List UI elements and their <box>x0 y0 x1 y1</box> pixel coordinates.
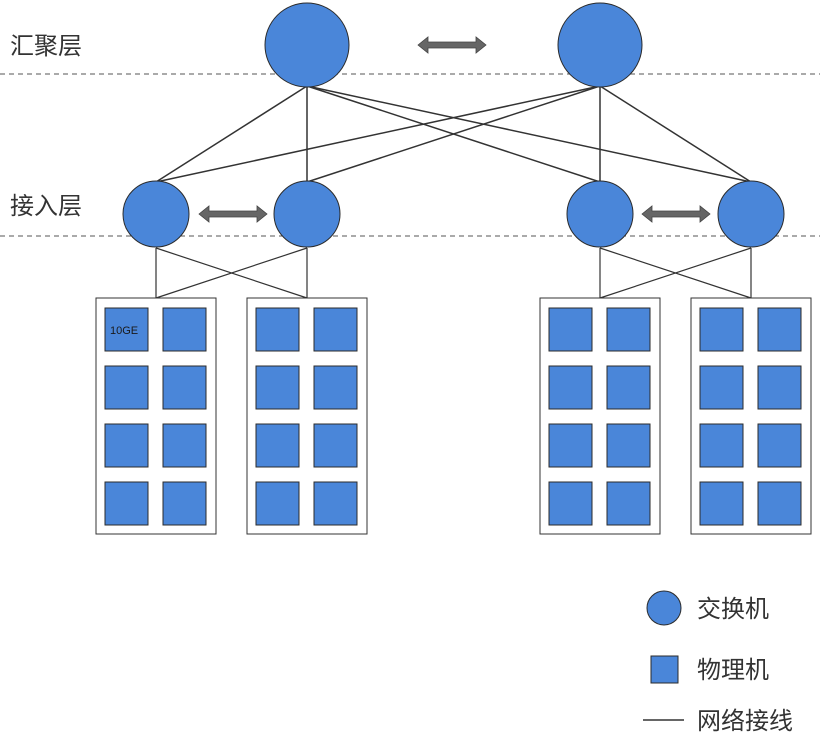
link <box>306 85 601 183</box>
legend: 交换机 物理机 网络接线 <box>643 590 793 735</box>
legend-link-label: 网络接线 <box>697 707 793 735</box>
physical-server <box>313 307 358 352</box>
access-switch-1 <box>122 180 190 248</box>
double-arrow-icon <box>417 36 487 54</box>
double-arrow-icon <box>198 205 268 223</box>
link <box>599 85 752 183</box>
physical-server <box>104 481 149 526</box>
legend-switch-label: 交换机 <box>697 595 769 623</box>
double-arrow-icon <box>641 205 711 223</box>
physical-server <box>606 481 651 526</box>
access-layer-label: 接入层 <box>10 192 82 220</box>
uplinks <box>155 85 752 183</box>
physical-server <box>548 307 593 352</box>
physical-server <box>313 481 358 526</box>
physical-server <box>606 365 651 410</box>
physical-server <box>757 365 802 410</box>
physical-server <box>548 423 593 468</box>
physical-server <box>757 423 802 468</box>
access-switch-3 <box>566 180 634 248</box>
physical-server <box>104 307 149 352</box>
physical-server <box>255 365 300 410</box>
physical-server <box>757 481 802 526</box>
physical-server <box>313 365 358 410</box>
link <box>306 85 752 183</box>
legend-server-label: 物理机 <box>697 656 769 684</box>
access-switch-2 <box>273 180 341 248</box>
link <box>155 85 308 183</box>
link <box>155 247 308 299</box>
physical-server <box>548 365 593 410</box>
physical-server <box>104 365 149 410</box>
legend-switch-icon <box>646 590 682 626</box>
physical-server <box>255 481 300 526</box>
physical-server <box>162 481 207 526</box>
physical-server <box>606 307 651 352</box>
physical-server <box>757 307 802 352</box>
link <box>599 247 752 299</box>
physical-server <box>699 423 744 468</box>
link <box>155 85 601 183</box>
physical-server <box>699 365 744 410</box>
physical-server <box>162 307 207 352</box>
aggregation-layer-label: 汇聚层 <box>10 32 82 60</box>
aggregation-switch-2 <box>557 2 643 88</box>
downlinks <box>155 247 752 299</box>
physical-server <box>548 481 593 526</box>
physical-server <box>255 307 300 352</box>
physical-server <box>162 423 207 468</box>
physical-server <box>255 423 300 468</box>
physical-server <box>606 423 651 468</box>
server-racks <box>95 297 812 535</box>
physical-server <box>699 307 744 352</box>
port-label: 10GE <box>110 325 138 337</box>
access-switch-4 <box>717 180 785 248</box>
bidirectional-arrows <box>198 36 711 223</box>
physical-server <box>313 423 358 468</box>
physical-server <box>699 481 744 526</box>
physical-server <box>162 365 207 410</box>
aggregation-switch-1 <box>264 2 350 88</box>
legend-server-icon <box>650 655 679 684</box>
physical-server <box>104 423 149 468</box>
